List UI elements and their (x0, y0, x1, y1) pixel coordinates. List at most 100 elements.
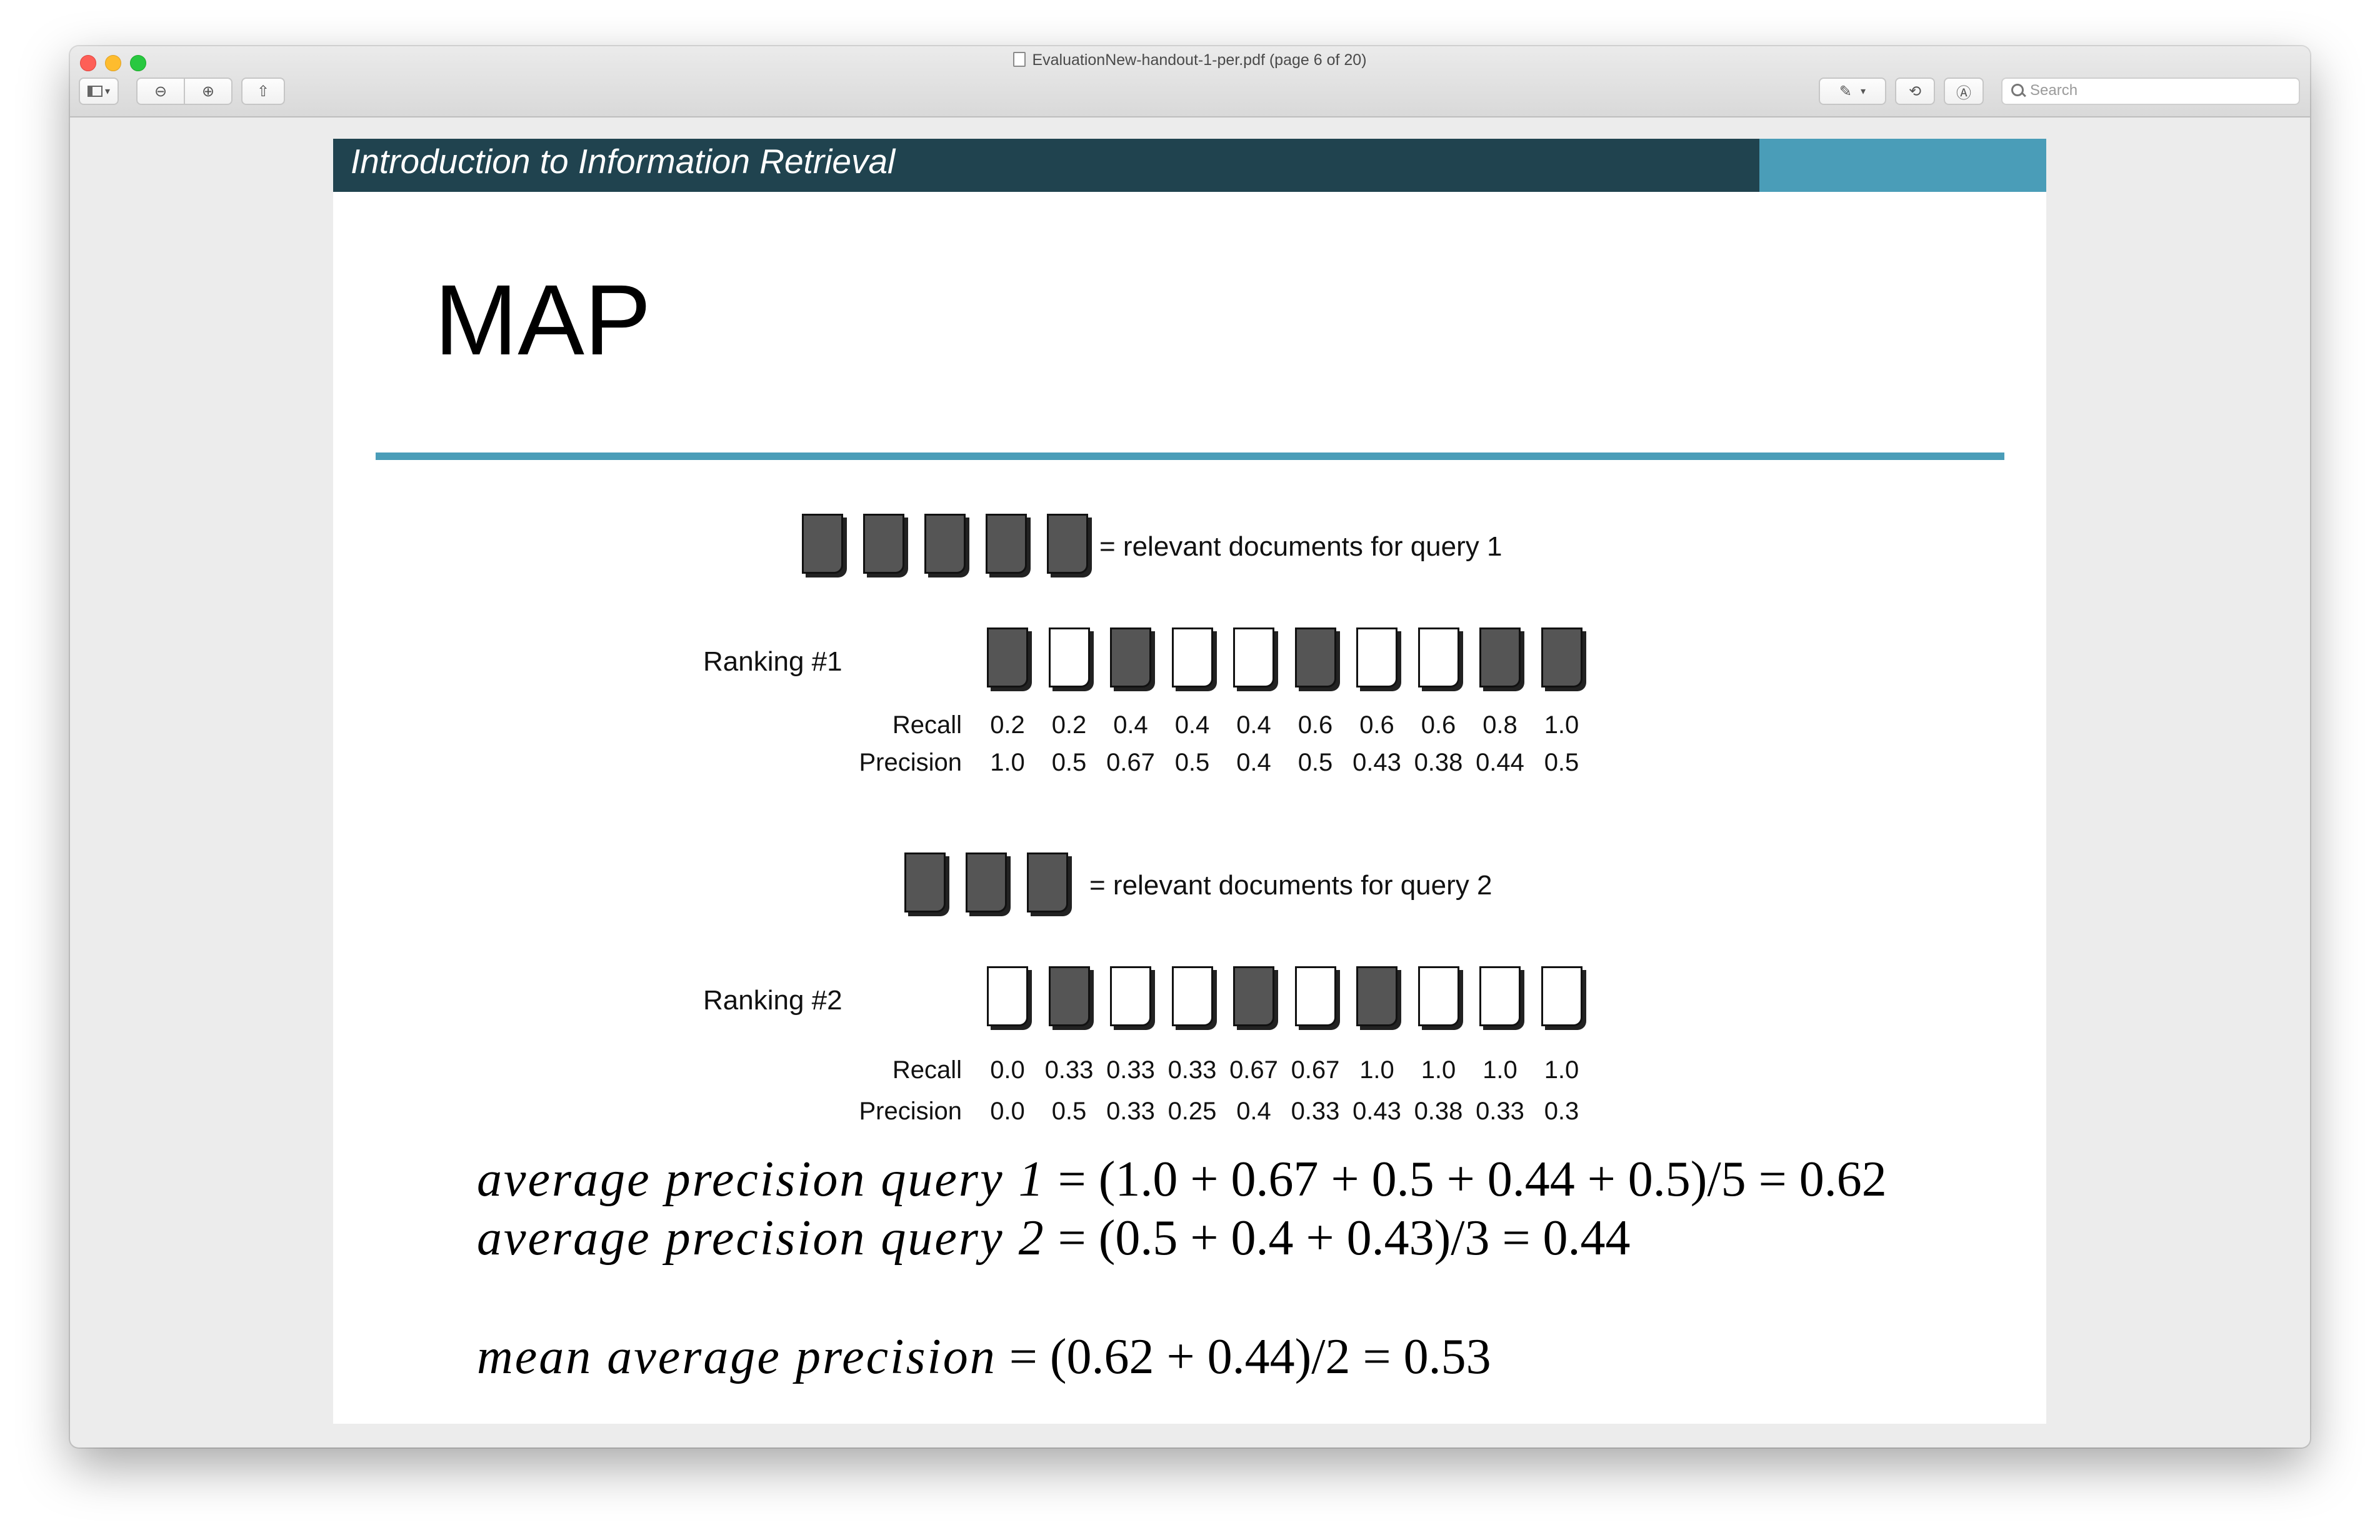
nonrelevant-document-icon (1048, 628, 1090, 688)
ranking2-recall-value: 0.67 (1229, 1056, 1278, 1084)
ranking1-precision-value: 0.38 (1414, 749, 1463, 776)
ranking1-recall-value: 0.6 (1359, 711, 1394, 739)
zoom-out-icon: ⊖ (154, 82, 168, 100)
ranking2-precision-value: 0.33 (1106, 1098, 1155, 1125)
ranking1-precision-label: Precision (859, 749, 962, 776)
ranking2-precision-value: 0.3 (1544, 1098, 1579, 1125)
window-title-text: EvaluationNew-handout-1-per.pdf (page 6 … (1032, 51, 1367, 69)
relevant-document-icon (966, 852, 1007, 912)
ranking1-precision-value: 0.5 (1298, 749, 1333, 776)
ap-query1-label: average precision query 1 (477, 1152, 1046, 1207)
relevant-document-icon (1356, 966, 1398, 1026)
query1-legend-text: = relevant documents for query 1 (1099, 531, 1502, 562)
markup-pen-button[interactable]: ✎▾ (1819, 78, 1886, 105)
nonrelevant-document-icon (1418, 966, 1459, 1026)
share-icon: ⇧ (256, 82, 270, 100)
close-window-button[interactable] (80, 55, 96, 71)
nonrelevant-document-icon (1479, 966, 1521, 1026)
ranking2-precision-value: 0.25 (1168, 1098, 1217, 1125)
search-placeholder: Search (2030, 82, 2078, 99)
nonrelevant-document-icon (1356, 628, 1398, 688)
nonrelevant-document-icon (1294, 966, 1336, 1026)
relevant-document-icon (1048, 966, 1090, 1026)
ranking2-label: Ranking #2 (703, 985, 842, 1016)
ap-query2-expression: = (0.5 + 0.4 + 0.43)/3 = 0.44 (1058, 1211, 1631, 1266)
search-icon (2011, 84, 2024, 96)
relevant-document-icon (802, 514, 843, 574)
title-bar: EvaluationNew-handout-1-per.pdf (page 6 … (70, 46, 2310, 118)
ranking2-recall-value: 0.33 (1168, 1056, 1217, 1084)
ranking1-precision-value: 0.43 (1352, 749, 1401, 776)
markup-toolbar-button[interactable]: Ⓐ (1944, 78, 1984, 105)
ranking2-recall-value: 1.0 (1482, 1056, 1518, 1084)
markup-icon: Ⓐ (1956, 84, 1971, 102)
rotate-icon: ⟲ (1908, 82, 1922, 100)
relevant-document-icon (1110, 628, 1151, 688)
query2-legend-text: = relevant documents for query 2 (1089, 870, 1492, 901)
zoom-in-icon: ⊕ (201, 82, 215, 100)
header-banner-text: Introduction to Information Retrieval (351, 142, 896, 181)
ranking2-precision-value: 0.38 (1414, 1098, 1463, 1125)
chevron-down-icon: ▾ (1861, 86, 1866, 97)
pdf-page: Introduction to Information Retrieval MA… (333, 139, 2046, 1424)
rotate-button[interactable]: ⟲ (1895, 78, 1935, 105)
relevant-document-icon (1541, 628, 1582, 688)
zoom-window-button[interactable] (130, 55, 146, 71)
zoom-in-button[interactable]: ⊕ (184, 78, 232, 105)
ranking1-recall-value: 0.6 (1421, 711, 1456, 739)
relevant-document-icon (863, 514, 904, 574)
pen-icon: ✎ (1839, 82, 1852, 100)
relevant-document-icon (1294, 628, 1336, 688)
ranking2-precision-value: 0.43 (1352, 1098, 1401, 1125)
ranking2-recall-value: 0.33 (1044, 1056, 1094, 1084)
ap-query2-label: average precision query 2 (477, 1211, 1046, 1266)
ranking1-precision-value: 0.5 (1051, 749, 1087, 776)
ranking2-recall-value: 0.67 (1291, 1056, 1340, 1084)
pdf-file-icon (1013, 52, 1026, 67)
minimize-window-button[interactable] (105, 55, 121, 71)
ranking1-recall-value: 0.6 (1298, 711, 1333, 739)
ranking1-precision-value: 0.4 (1236, 749, 1271, 776)
relevant-document-icon (987, 628, 1028, 688)
ranking1-recall-value: 0.4 (1174, 711, 1210, 739)
header-banner-accent (1759, 139, 2046, 192)
map-expression: = (0.62 + 0.44)/2 = 0.53 (1009, 1329, 1491, 1384)
relevant-document-icon (924, 514, 966, 574)
nonrelevant-document-icon (987, 966, 1028, 1026)
relevant-document-icon (1047, 514, 1088, 574)
ranking1-precision-value: 0.5 (1544, 749, 1579, 776)
sidebar-icon (87, 86, 102, 97)
ranking2-precision-value: 0.33 (1476, 1098, 1524, 1125)
ranking1-precision-value: 0.67 (1106, 749, 1155, 776)
ranking1-recall-value: 0.4 (1236, 711, 1271, 739)
ranking2-precision-label: Precision (859, 1098, 962, 1125)
chevron-down-icon: ▾ (104, 86, 111, 97)
ranking1-recall-value: 0.4 (1113, 711, 1148, 739)
ranking2-recall-value: 1.0 (1421, 1056, 1456, 1084)
share-button[interactable]: ⇧ (241, 78, 285, 105)
map-label: mean average precision (477, 1329, 997, 1384)
nonrelevant-document-icon (1171, 966, 1213, 1026)
slide-title: MAP (434, 264, 651, 376)
zoom-out-button[interactable]: ⊖ (136, 78, 185, 105)
ranking1-precision-value: 0.44 (1476, 749, 1524, 776)
search-field[interactable]: Search (2001, 78, 2300, 105)
ap-query1-expression: = (1.0 + 0.67 + 0.5 + 0.44 + 0.5)/5 = 0.… (1058, 1152, 1887, 1207)
ranking2-precision-value: 0.4 (1236, 1098, 1271, 1125)
relevant-document-icon (1027, 852, 1068, 912)
ranking1-recall-value: 1.0 (1544, 711, 1579, 739)
relevant-document-icon (1233, 966, 1274, 1026)
ranking1-recall-value: 0.8 (1482, 711, 1518, 739)
nonrelevant-document-icon (1233, 628, 1274, 688)
ranking1-recall-value: 0.2 (990, 711, 1025, 739)
ranking2-recall-value: 0.0 (990, 1056, 1025, 1084)
ranking2-recall-value: 1.0 (1359, 1056, 1394, 1084)
sidebar-toggle-button[interactable]: ▾ (79, 78, 119, 105)
ranking1-recall-value: 0.2 (1051, 711, 1087, 739)
map-formula: mean average precision = (0.62 + 0.44)/2… (477, 1329, 1491, 1386)
nonrelevant-document-icon (1171, 628, 1213, 688)
title-divider (376, 452, 2004, 460)
window-title: EvaluationNew-handout-1-per.pdf (page 6 … (70, 51, 2310, 69)
ranking1-label: Ranking #1 (703, 646, 842, 677)
ranking1-precision-value: 1.0 (990, 749, 1025, 776)
